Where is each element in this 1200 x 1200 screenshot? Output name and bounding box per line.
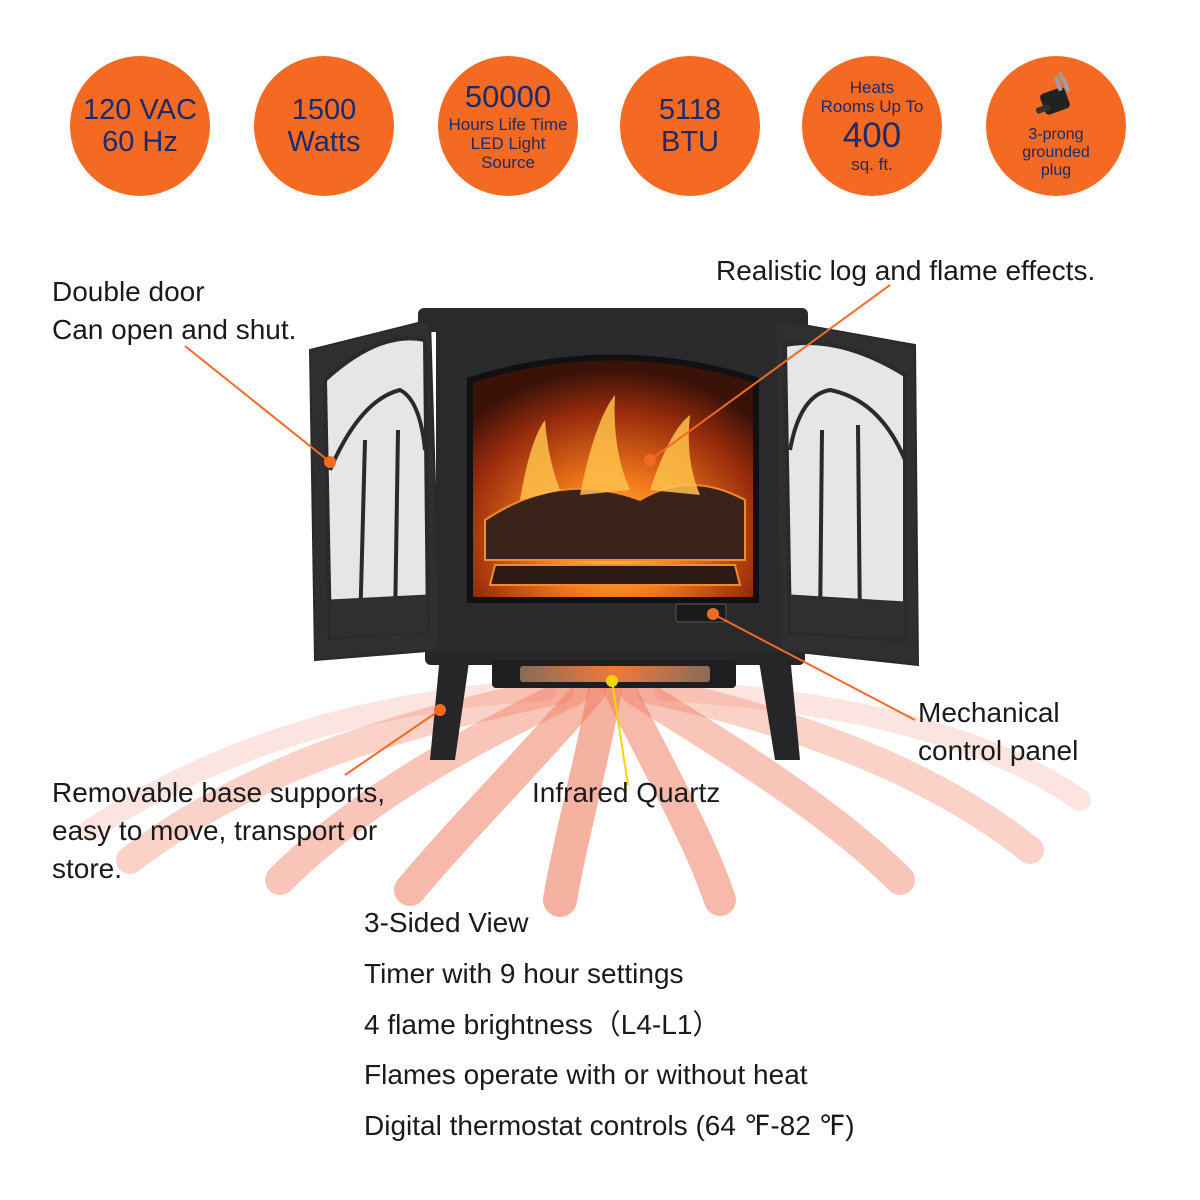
callout-doors: Double door Can open and shut. — [52, 273, 296, 349]
callout-base: Removable base supports, easy to move, t… — [52, 774, 385, 888]
logs — [484, 484, 746, 586]
badge-voltage: 120 VAC 60 Hz — [70, 56, 210, 196]
right-door — [773, 318, 920, 667]
callout-base-line3: store. — [52, 853, 123, 884]
callout-doors-line1: Double door — [52, 276, 205, 307]
leader-line-doors — [184, 345, 331, 463]
callout-panel-line2: control panel — [918, 735, 1079, 766]
badge-plug: 3-prong grounded plug — [986, 56, 1126, 196]
callout-flame-line1: Realistic log and flame effects. — [716, 255, 1096, 286]
badge-plug-line1: 3-prong — [1028, 126, 1084, 144]
feature-timer: Timer with 9 hour settings — [364, 958, 684, 989]
leader-line-flame — [649, 284, 891, 461]
badge-led-life-line4: Source — [481, 152, 535, 172]
leader-line-quartz — [611, 680, 629, 786]
badge-watts-line1: 1500 — [291, 93, 357, 126]
callout-base-line2: easy to move, transport or — [52, 815, 378, 846]
badge-heat-area-line3: 400 — [842, 115, 902, 155]
left-door — [308, 318, 442, 662]
badge-voltage-line2: 60 Hz — [102, 126, 178, 158]
badge-voltage-line1: 120 VAC — [83, 93, 197, 126]
callout-doors-line2: Can open and shut. — [52, 314, 297, 345]
badge-btu-line1: 5118 — [658, 93, 722, 126]
leader-line-panel — [712, 613, 916, 721]
infrared-quartz-heater — [520, 666, 710, 682]
badge-heat-area-line4: sq. ft. — [851, 155, 893, 175]
plug-icon — [1035, 71, 1071, 115]
feature-flame-brightness: 4 flame brightness（L4-L1） — [364, 1009, 721, 1040]
callout-base-line1: Removable base supports, — [52, 777, 386, 808]
callout-panel-line1: Mechanical — [918, 697, 1060, 728]
callout-quartz-line1: Infrared Quartz — [532, 777, 721, 808]
badge-btu-line2: BTU — [661, 126, 719, 158]
badge-led-life-line3: LED Light — [470, 133, 546, 153]
badge-led-life-line1: 50000 — [464, 79, 552, 115]
feature-thermostat: Digital thermostat controls (64 ℉-82 ℉) — [364, 1110, 855, 1141]
badge-watts: 1500 Watts — [254, 56, 394, 196]
badge-heat-area: Heats Rooms Up To 400 sq. ft. — [802, 56, 942, 196]
feature-3-sided-view: 3-Sided View — [364, 907, 529, 938]
badge-plug-line3: plug — [1040, 161, 1072, 179]
callout-quartz: Infrared Quartz — [532, 774, 720, 812]
badge-btu: 5118 BTU — [620, 56, 760, 196]
flames — [520, 395, 700, 500]
leader-dot-quartz — [606, 675, 618, 687]
badge-plug-line2: grounded — [1022, 144, 1090, 162]
callout-flame: Realistic log and flame effects. — [716, 252, 1095, 290]
leader-line-base — [344, 709, 441, 776]
badge-heat-area-line2: Rooms Up To — [820, 96, 924, 116]
badge-heat-area-line1: Heats — [849, 77, 895, 97]
stove-body — [418, 308, 808, 688]
badge-watts-line2: Watts — [287, 126, 361, 158]
leader-lines — [184, 284, 916, 776]
leader-dots — [324, 454, 719, 716]
badge-led-life: 50000 Hours Life Time LED Light Source — [438, 56, 578, 196]
callout-panel: Mechanical control panel — [918, 694, 1078, 770]
feature-flames-without-heat: Flames operate with or without heat — [364, 1059, 808, 1090]
heat-waves — [79, 673, 1091, 917]
badge-led-life-line2: Hours Life Time — [448, 114, 568, 134]
